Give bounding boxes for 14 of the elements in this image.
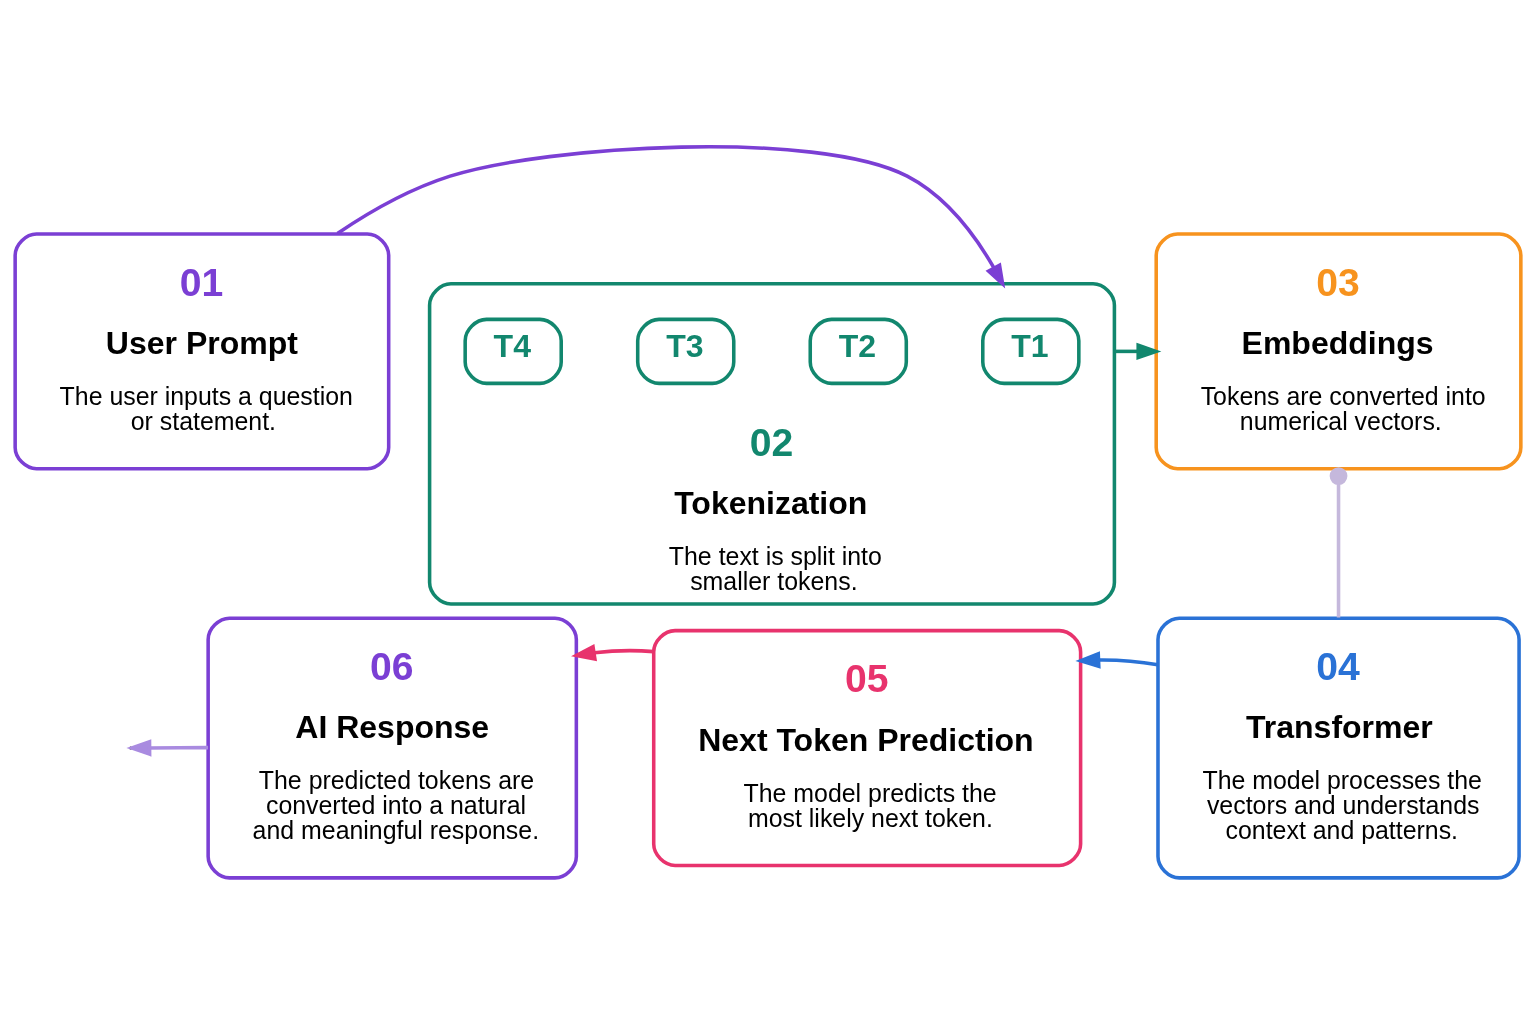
arrow xyxy=(336,145,1006,289)
arrow xyxy=(1114,342,1162,361)
node-box: 03 Embeddings Tokens are converted into numerical vectors. xyxy=(1154,232,1523,471)
node-box: 04 Transformer The model processes the vectors and understands context and patterns. xyxy=(1156,616,1521,880)
node-box: 01 User Prompt The user inputs a question or statement. xyxy=(13,232,391,471)
node-box: 06 AI Response The predicted tokens are converted into a natural and meaningful response. xyxy=(206,616,579,880)
node-box: T2 xyxy=(808,317,909,386)
arrow xyxy=(571,643,654,662)
node-box: T1 xyxy=(981,317,1081,386)
node-box: T3 xyxy=(635,317,736,386)
node-box: T4 xyxy=(463,317,563,386)
arrow xyxy=(1075,651,1159,669)
node-box: 05 Next Token Prediction The model predicts the most likely next token. xyxy=(651,628,1083,868)
connector xyxy=(1329,467,1348,618)
